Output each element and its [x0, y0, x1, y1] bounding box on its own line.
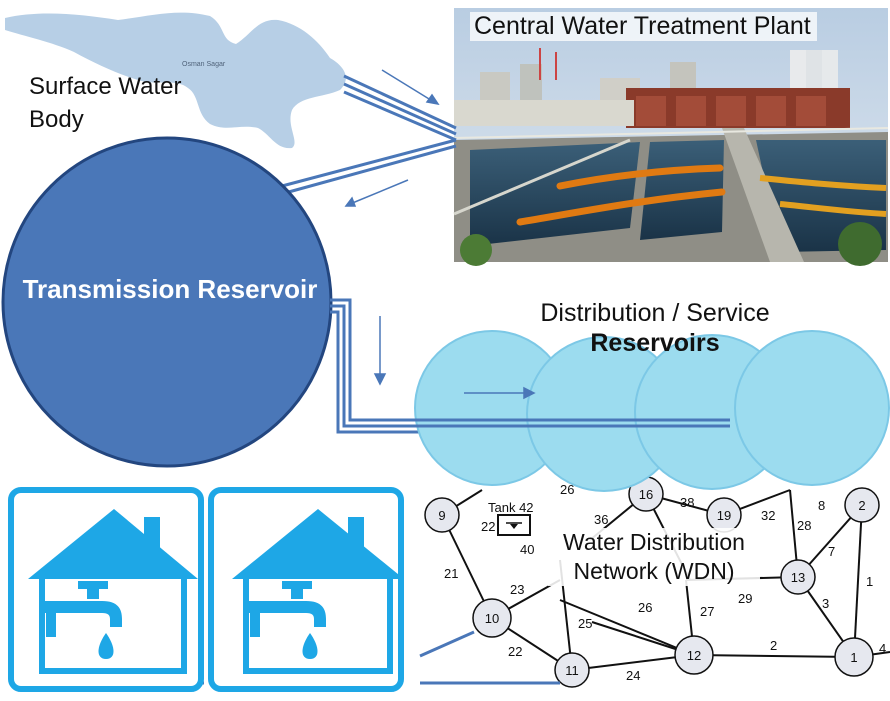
pipe-plant-to-transmission	[281, 138, 457, 195]
svg-text:16: 16	[639, 487, 653, 502]
treatment-plant-label: Central Water Treatment Plant	[470, 12, 817, 41]
water-distribution-network: Tank 42 26 38 36 22 40 32 28 8 7 1 21 23…	[424, 476, 890, 688]
pipe-label: 25	[578, 616, 592, 631]
svg-text:12: 12	[687, 648, 701, 663]
pipe-label: 36	[594, 512, 608, 527]
surface-water-label: Surface Water Body	[29, 73, 182, 133]
pipe-label: 21	[444, 566, 458, 581]
transmission-reservoir-label: Transmission Reservoir	[22, 274, 318, 304]
network-node: 13	[780, 559, 816, 595]
svg-text:2: 2	[858, 498, 865, 513]
svg-text:11: 11	[565, 663, 579, 678]
network-node: 10	[472, 598, 512, 638]
network-node: 11	[554, 652, 590, 688]
pipe-lake-to-plant	[343, 74, 457, 142]
network-node: 19	[706, 497, 742, 533]
pipe-label: 7	[828, 544, 835, 559]
pipe-label: 26	[638, 600, 652, 615]
pipe-label: 3	[822, 596, 829, 611]
lake-place-label: Osman Sagar	[182, 61, 226, 68]
transmission-reservoir-shape	[1, 136, 333, 468]
house-tap-icon	[28, 509, 198, 674]
reservoir-inner-pipe	[414, 418, 730, 428]
pipe-label: 22	[508, 644, 522, 659]
svg-text:1: 1	[850, 650, 857, 665]
pipe-labels: 26 38 36 22 40 32 28 8 7 1 21 23 25 26 2…	[444, 482, 886, 683]
service-reservoirs	[414, 330, 890, 492]
pipe-label: 29	[738, 591, 752, 606]
surface-water-body-shape: Osman Sagar	[5, 12, 346, 149]
house-card-2	[208, 487, 404, 692]
svg-text:9: 9	[438, 508, 445, 523]
pipe-label: 27	[700, 604, 714, 619]
network-node: 9	[424, 497, 460, 533]
distribution-label-line1: Distribution / Service	[540, 299, 770, 327]
pipe-label: 28	[797, 518, 811, 533]
pipe-label: 40	[520, 542, 534, 557]
svg-text:19: 19	[717, 508, 731, 523]
tank-label: Tank 42	[488, 500, 534, 515]
distribution-label-line2: Reservoirs	[590, 329, 720, 357]
reservoir-flow-arrow	[464, 386, 536, 400]
network-node: 12	[674, 635, 714, 675]
network-node: 1	[834, 637, 874, 677]
pipe-label: 32	[761, 508, 775, 523]
pipe-label: 2	[770, 638, 777, 653]
pipe-label: 38	[680, 495, 694, 510]
pipe-label: 4	[879, 641, 886, 656]
house-card-1	[8, 487, 204, 692]
pipe-label: 8	[818, 498, 825, 513]
wdn-label: Water Distribution Network (WDN)	[548, 528, 760, 586]
network-nodes: 9 16 19 2 13 10 11 12 1	[424, 476, 880, 688]
house-tap-icon	[232, 509, 404, 674]
pipe-label: 1	[866, 574, 873, 589]
treatment-plant-photo	[453, 8, 889, 266]
pipe-label: 22	[481, 519, 495, 534]
network-node: 2	[844, 487, 880, 523]
svg-text:10: 10	[485, 611, 499, 626]
service-reservoir-shape	[734, 330, 890, 486]
distribution-reservoirs-label: Distribution / Service Reservoirs	[520, 298, 790, 358]
pipe-label: 24	[626, 668, 640, 683]
pipe-label: 23	[510, 582, 524, 597]
pipe-label: 26	[560, 482, 574, 497]
svg-text:13: 13	[791, 570, 805, 585]
